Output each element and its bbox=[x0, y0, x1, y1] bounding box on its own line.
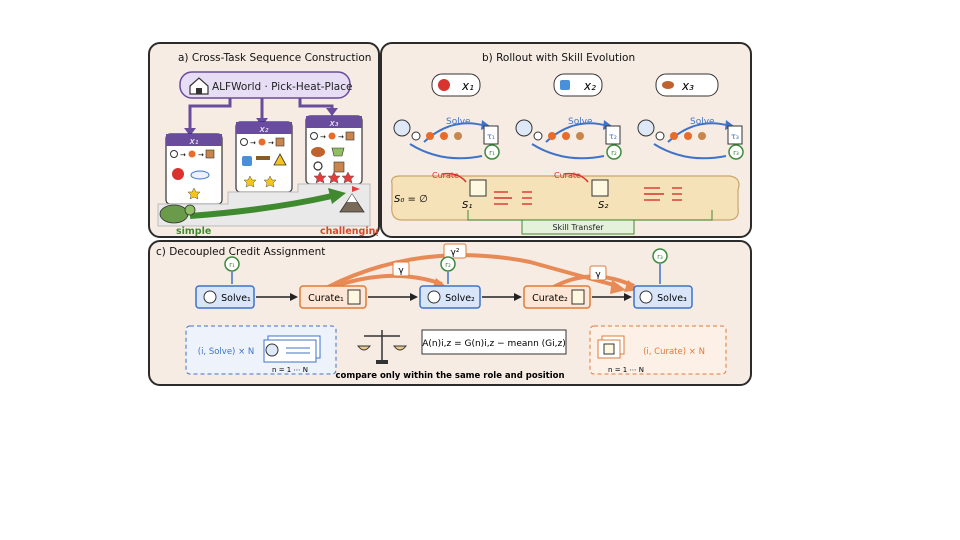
reward-2: r₂ bbox=[445, 261, 451, 269]
curate-group: (i, Curate) × N n = 1 ⋯ N bbox=[589, 325, 727, 375]
node-label: Solve₂ bbox=[445, 293, 475, 304]
svg-text:→: → bbox=[198, 151, 204, 159]
reward-3: r₃ bbox=[657, 253, 663, 261]
reward-1: r₁ bbox=[229, 261, 235, 269]
panel-b: b) Rollout with Skill Evolution Skill Tr… bbox=[380, 42, 752, 238]
scale-icon bbox=[356, 330, 408, 364]
gamma-2: γ bbox=[595, 270, 601, 280]
svg-text:→: → bbox=[250, 139, 256, 147]
easy-label: simple bbox=[176, 226, 211, 236]
task-card-x2: x₂ → → bbox=[235, 121, 293, 193]
task-label: x₃ bbox=[681, 79, 694, 93]
node-curate1: Curate₁ bbox=[299, 285, 367, 309]
tau-label: τ₂ bbox=[609, 132, 617, 141]
panel-a-diagram: ALFWorld · Pick-Heat-Place x₁ → → x₂ → → bbox=[157, 71, 378, 236]
skill-s2: S₂ bbox=[598, 200, 608, 211]
rollout-2: x₂ Solve τ₂ r₂ Curate bbox=[515, 73, 622, 197]
panel-b-diagram: Skill Transfer S₀ = ∅ S₁ S₂ x₁ Solve τ₁ bbox=[391, 73, 744, 235]
reward-label: r₂ bbox=[611, 149, 617, 157]
solve-label: Solve bbox=[568, 117, 593, 127]
task-card-x1: x₁ → → bbox=[165, 133, 223, 205]
reward-label: r₃ bbox=[733, 149, 739, 157]
svg-text:→: → bbox=[338, 133, 344, 141]
panel-a: a) Cross-Task Sequence Construction ALFW… bbox=[148, 42, 380, 238]
task-label: x₂ bbox=[583, 79, 596, 93]
rollout-3: x₃ Solve τ₃ r₃ bbox=[637, 73, 744, 160]
task-label: x₂ bbox=[259, 125, 269, 135]
svg-text:→: → bbox=[180, 151, 186, 159]
house-icon bbox=[189, 77, 209, 95]
node-solve2: Solve₂ bbox=[419, 285, 481, 309]
svg-text:→: → bbox=[320, 133, 326, 141]
task-card-x3: x₃ → → bbox=[305, 115, 363, 185]
hard-label: challenging bbox=[320, 226, 378, 236]
panel-c-diagram: γ² γ γ r₁ r₂ r₃ Solve₁ Curate₁ bbox=[185, 243, 727, 381]
task-label: x₁ bbox=[461, 79, 474, 93]
node-solve3: Solve₃ bbox=[633, 285, 693, 309]
env-label: ALFWorld · Pick-Heat-Place bbox=[212, 81, 352, 93]
solve-group-label: (i, Solve) × N bbox=[198, 347, 255, 357]
node-label: Curate₁ bbox=[308, 293, 344, 304]
panel-a-title: a) Cross-Task Sequence Construction bbox=[178, 52, 372, 64]
node-curate2: Curate₂ bbox=[523, 285, 591, 309]
skill-transfer-label: Skill Transfer bbox=[552, 223, 604, 232]
panel-b-title: b) Rollout with Skill Evolution bbox=[482, 52, 636, 64]
svg-text:→: → bbox=[268, 139, 274, 147]
gamma-sq: γ² bbox=[451, 248, 460, 258]
gamma-1: γ bbox=[398, 266, 404, 276]
solve-label: Solve bbox=[446, 117, 471, 127]
task-label: x₁ bbox=[189, 137, 199, 147]
n-range-curate: n = 1 ⋯ N bbox=[608, 366, 644, 374]
skill-s0: S₀ = ∅ bbox=[394, 194, 428, 205]
skill-s1: S₁ bbox=[462, 200, 472, 211]
tau-label: τ₃ bbox=[731, 132, 739, 141]
node-label: Solve₁ bbox=[221, 293, 251, 304]
formula: A(n)i,z = G(n)i,z − meann (Gi,z) bbox=[422, 339, 565, 349]
caption: compare only within the same role and po… bbox=[335, 371, 564, 381]
node-solve1: Solve₁ bbox=[195, 285, 255, 309]
reward-label: r₁ bbox=[489, 149, 495, 157]
panel-c-title: c) Decoupled Credit Assignment bbox=[156, 246, 326, 258]
turtle-icon bbox=[159, 204, 196, 224]
solve-group: (i, Solve) × N n = 1 ⋯ N bbox=[185, 325, 337, 375]
panel-c: c) Decoupled Credit Assignment γ² γ γ r₁… bbox=[148, 240, 752, 386]
solve-label: Solve bbox=[690, 117, 715, 127]
node-label: Curate₂ bbox=[532, 293, 568, 304]
curate-label: Curate bbox=[554, 171, 581, 180]
curate-group-label: (i, Curate) × N bbox=[643, 347, 705, 357]
tau-label: τ₁ bbox=[487, 132, 495, 141]
n-range: n = 1 ⋯ N bbox=[272, 366, 308, 374]
rollout-1: x₁ Solve τ₁ r₁ Curate bbox=[393, 73, 500, 197]
node-label: Solve₃ bbox=[657, 293, 687, 304]
task-label: x₃ bbox=[329, 119, 339, 129]
curate-label: Curate bbox=[432, 171, 459, 180]
mountain-icon bbox=[339, 186, 365, 213]
